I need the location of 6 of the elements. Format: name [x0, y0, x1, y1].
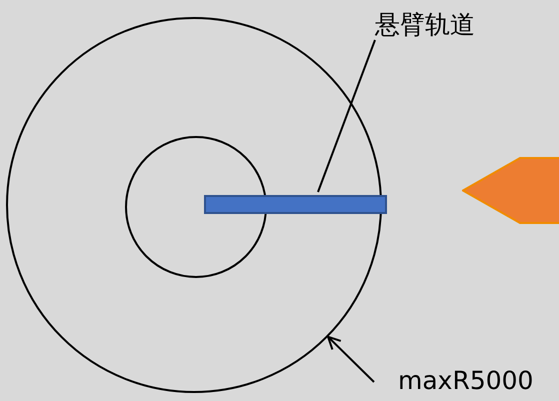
dimension-label: maxR5000	[398, 366, 556, 398]
arrow	[327, 336, 375, 383]
annotation-label: 悬臂轨道	[375, 10, 507, 42]
track-bar	[204, 195, 387, 214]
arrow-shape	[462, 157, 559, 224]
leader-line	[317, 40, 376, 192]
